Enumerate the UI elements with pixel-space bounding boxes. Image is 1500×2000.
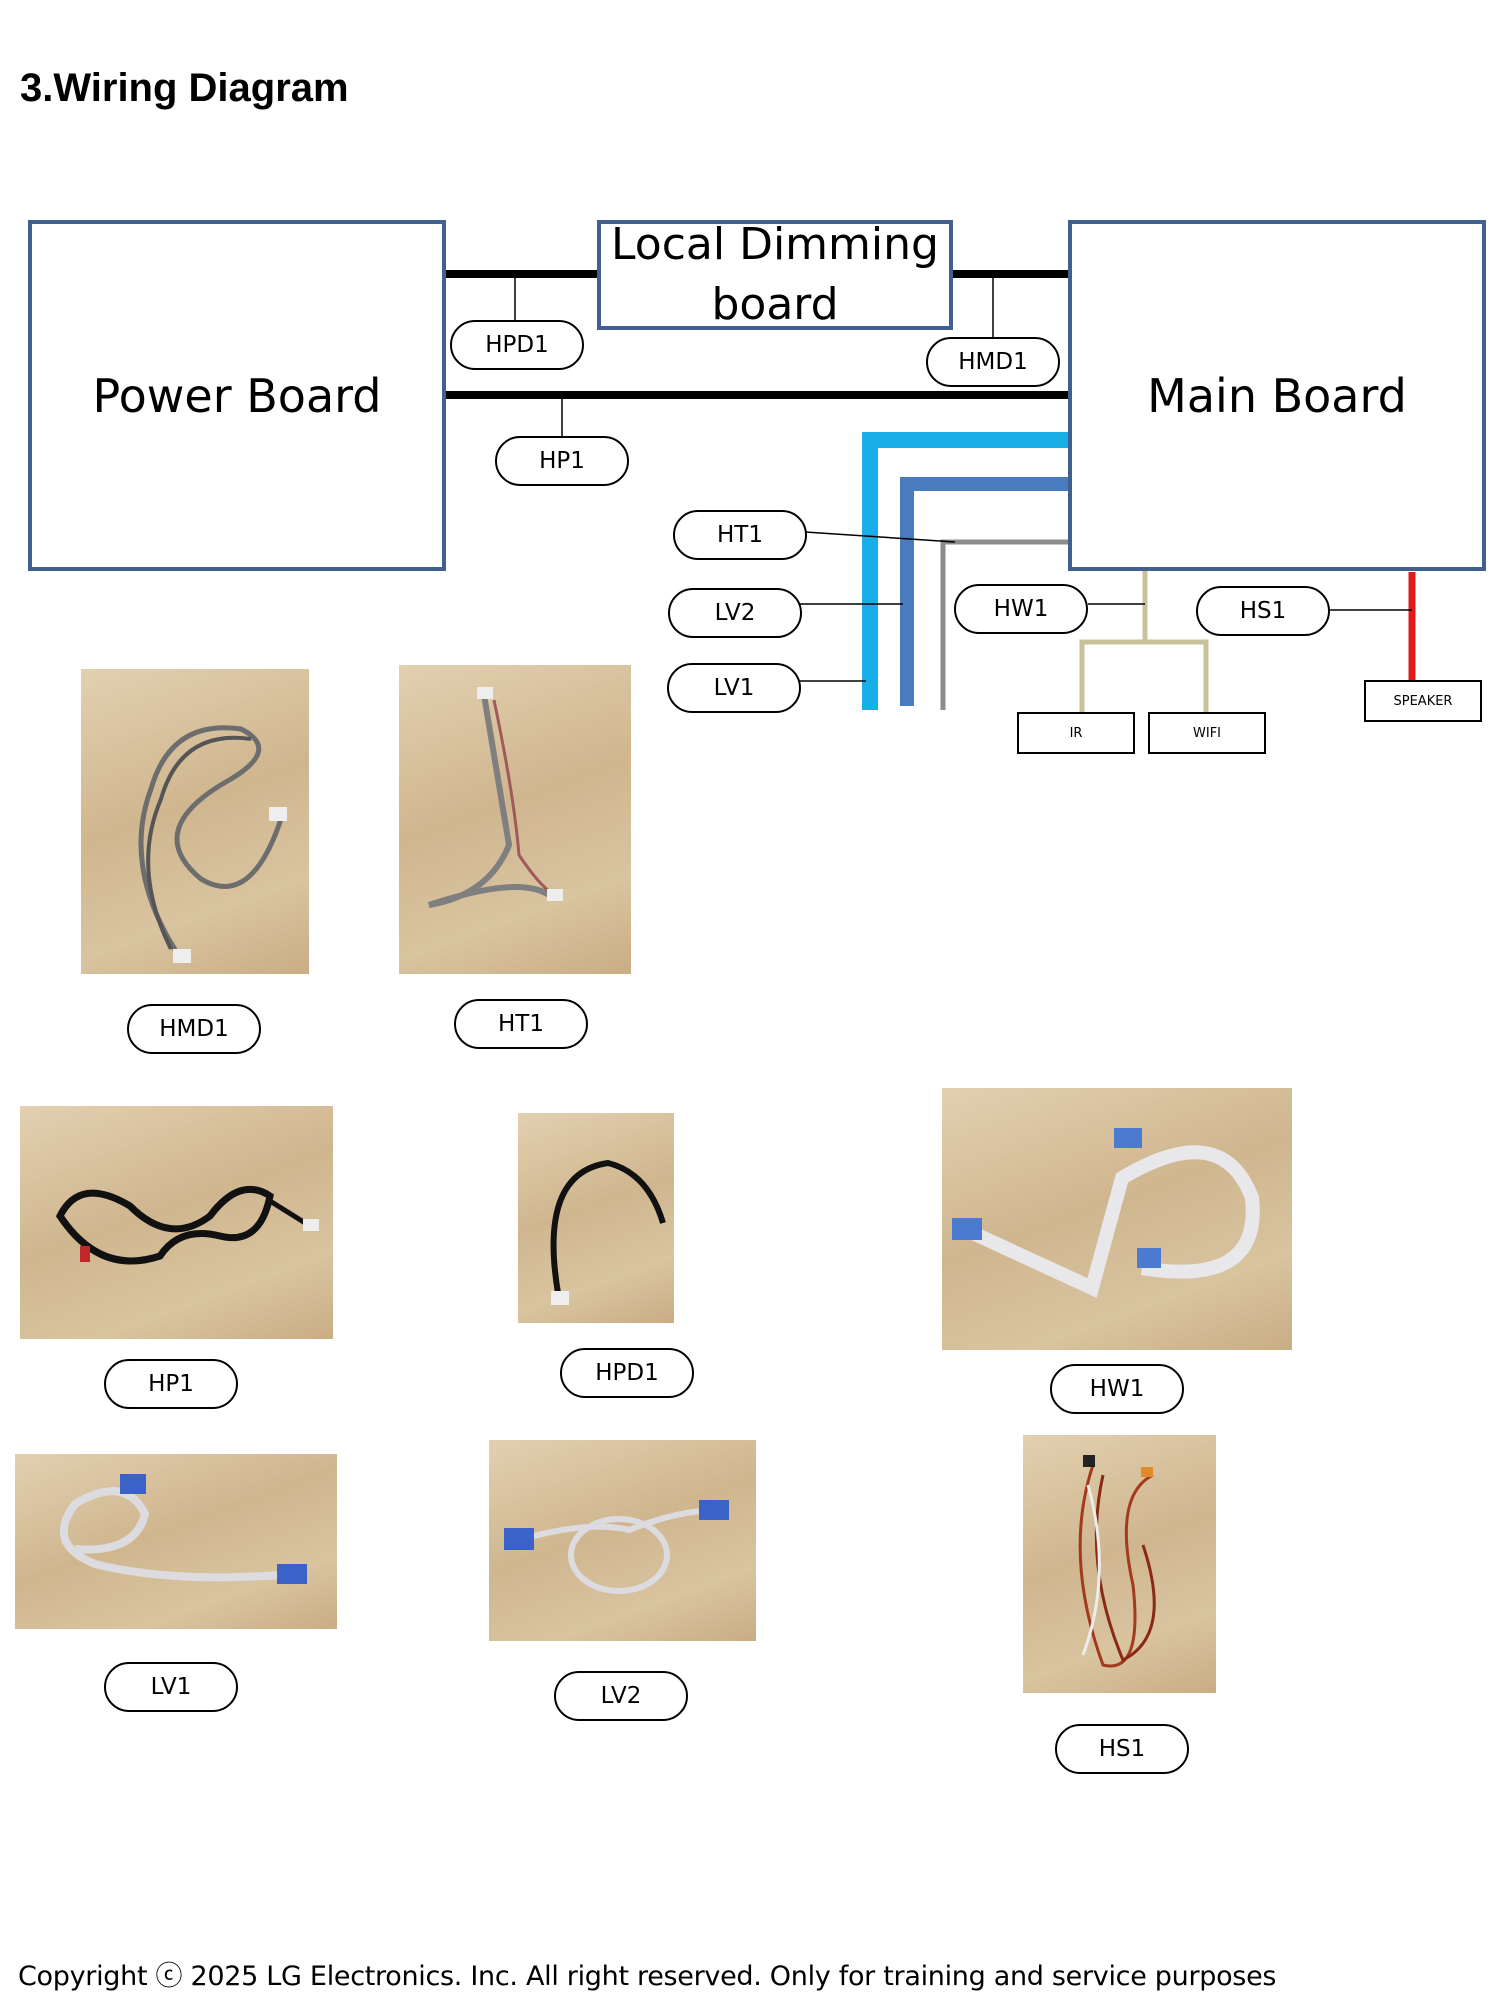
cable-icon	[428, 687, 563, 908]
photo-label-hw1: HW1	[1050, 1364, 1184, 1414]
cable-icon	[550, 1159, 666, 1305]
main-board: Main Board	[1068, 220, 1486, 571]
photo-hpd1-cable	[518, 1113, 674, 1323]
page-title: 3.Wiring Diagram	[20, 66, 349, 110]
main-board-label: Main Board	[1147, 368, 1407, 423]
power-board-label: Power Board	[92, 368, 382, 423]
copyright-footer: Copyright ⓒ 2025 LG Electronics. Inc. Al…	[18, 1961, 1277, 1992]
wire-ht1	[940, 539, 1070, 710]
ir-box: IR	[1017, 712, 1135, 754]
connector-hmd1: HMD1	[926, 337, 1060, 387]
wire-lv2	[900, 477, 1070, 706]
cable-icon	[952, 1128, 1260, 1298]
photo-lv1-cable	[15, 1454, 337, 1629]
speaker-box: SPEAKER	[1364, 680, 1482, 722]
local-dimming-board-label: Local Dimming board	[611, 219, 939, 330]
power-board: Power Board	[28, 220, 446, 571]
connector-hw1: HW1	[954, 584, 1088, 634]
photo-label-hs1: HS1	[1055, 1724, 1189, 1774]
photo-hw1-cable	[942, 1088, 1292, 1350]
photo-hs1-cable	[1023, 1435, 1216, 1693]
photo-label-lv1: LV1	[104, 1662, 238, 1712]
cable-icon	[55, 1185, 319, 1265]
cable-icon	[1078, 1455, 1156, 1668]
connector-hs1: HS1	[1196, 586, 1330, 636]
photo-label-ht1: HT1	[454, 999, 588, 1049]
photo-hp1-cable	[20, 1106, 333, 1339]
photo-hmd1-cable	[81, 669, 309, 974]
photo-ht1-cable	[399, 665, 631, 974]
wire-lv1	[862, 432, 1070, 710]
wifi-box: WIFI	[1148, 712, 1266, 754]
connector-hp1: HP1	[495, 436, 629, 486]
connector-hpd1: HPD1	[450, 320, 584, 370]
cable-icon	[504, 1500, 729, 1594]
local-dimming-board: Local Dimming board	[597, 219, 953, 330]
photo-label-hmd1: HMD1	[127, 1004, 261, 1054]
cable-icon	[138, 725, 287, 963]
connector-lv2: LV2	[668, 588, 802, 638]
cable-icon	[59, 1474, 307, 1584]
photo-label-hpd1: HPD1	[560, 1348, 694, 1398]
photo-label-lv2: LV2	[554, 1671, 688, 1721]
connector-ht1: HT1	[673, 510, 807, 560]
connector-lv1: LV1	[667, 663, 801, 713]
photo-label-hp1: HP1	[104, 1359, 238, 1409]
photo-lv2-cable	[489, 1440, 756, 1641]
wiring-lines	[440, 270, 1416, 712]
